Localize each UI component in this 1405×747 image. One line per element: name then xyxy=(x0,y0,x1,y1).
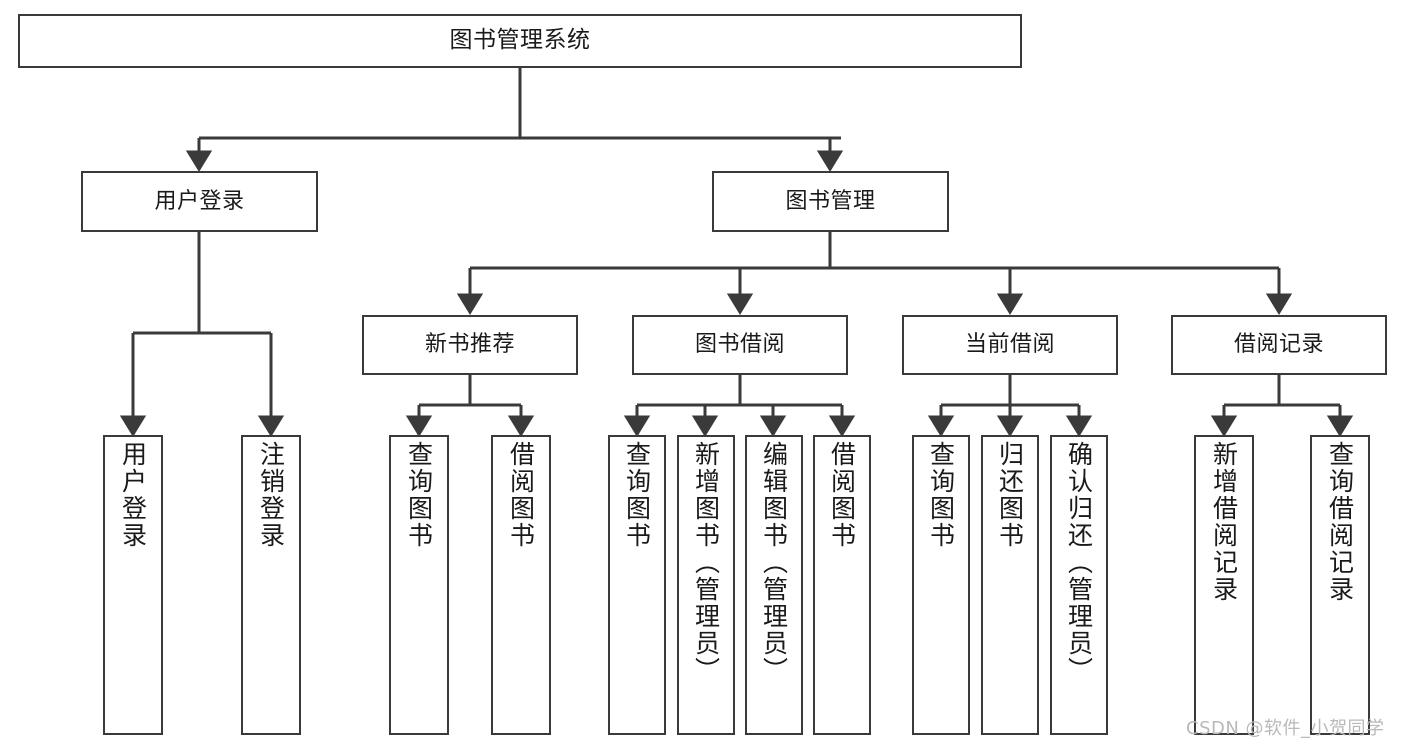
node-label: 借阅记录 xyxy=(1233,332,1324,358)
leaf-new-book-borrow[interactable]: 借阅图书 xyxy=(491,435,551,735)
node-root-system[interactable]: 图书管理系统 xyxy=(18,14,1022,68)
leaf-book-borrow-edit[interactable]: 编辑图书（管理员） xyxy=(745,435,803,735)
node-label: 新增借阅记录 xyxy=(1209,441,1239,603)
leaf-borrow-record-add[interactable]: 新增借阅记录 xyxy=(1194,435,1254,735)
node-label: 图书管理系统 xyxy=(449,27,591,54)
leaf-borrow-record-query[interactable]: 查询借阅记录 xyxy=(1310,435,1370,735)
node-borrow-record[interactable]: 借阅记录 xyxy=(1171,315,1387,375)
node-label: 查询图书 xyxy=(926,441,956,549)
node-label: 确认归还（管理员） xyxy=(1064,441,1094,684)
node-user-login[interactable]: 用户登录 xyxy=(81,171,318,232)
node-label: 图书管理 xyxy=(785,188,876,214)
node-label: 当前借阅 xyxy=(964,332,1055,358)
watermark-text: CSDN @软件_小贺同学 xyxy=(1186,718,1385,739)
node-book-borrow[interactable]: 图书借阅 xyxy=(632,315,848,375)
node-label: 归还图书 xyxy=(995,441,1025,549)
leaf-current-borrow-confirm-return[interactable]: 确认归还（管理员） xyxy=(1050,435,1108,735)
leaf-current-borrow-return[interactable]: 归还图书 xyxy=(981,435,1039,735)
leaf-book-borrow-add[interactable]: 新增图书（管理员） xyxy=(677,435,735,735)
node-label: 查询借阅记录 xyxy=(1325,441,1355,603)
node-label: 查询图书 xyxy=(622,441,652,549)
leaf-user-login-signin[interactable]: 用户登录 xyxy=(103,435,163,735)
node-label: 用户登录 xyxy=(154,188,245,214)
node-current-borrow[interactable]: 当前借阅 xyxy=(902,315,1118,375)
node-new-book-recommend[interactable]: 新书推荐 xyxy=(362,315,578,375)
leaf-current-borrow-query[interactable]: 查询图书 xyxy=(912,435,970,735)
node-label: 编辑图书（管理员） xyxy=(759,441,789,684)
node-label: 查询图书 xyxy=(404,441,434,549)
node-label: 借阅图书 xyxy=(506,441,536,549)
node-label: 用户登录 xyxy=(118,441,148,549)
node-label: 新书推荐 xyxy=(424,332,515,358)
leaf-book-borrow-query[interactable]: 查询图书 xyxy=(608,435,666,735)
node-label: 图书借阅 xyxy=(694,332,785,358)
leaf-book-borrow-lend[interactable]: 借阅图书 xyxy=(813,435,871,735)
node-book-management[interactable]: 图书管理 xyxy=(712,171,949,232)
leaf-new-book-query[interactable]: 查询图书 xyxy=(389,435,449,735)
node-label: 新增图书（管理员） xyxy=(691,441,721,684)
node-label: 借阅图书 xyxy=(827,441,857,549)
leaf-user-login-signout[interactable]: 注销登录 xyxy=(241,435,301,735)
node-label: 注销登录 xyxy=(256,441,286,549)
